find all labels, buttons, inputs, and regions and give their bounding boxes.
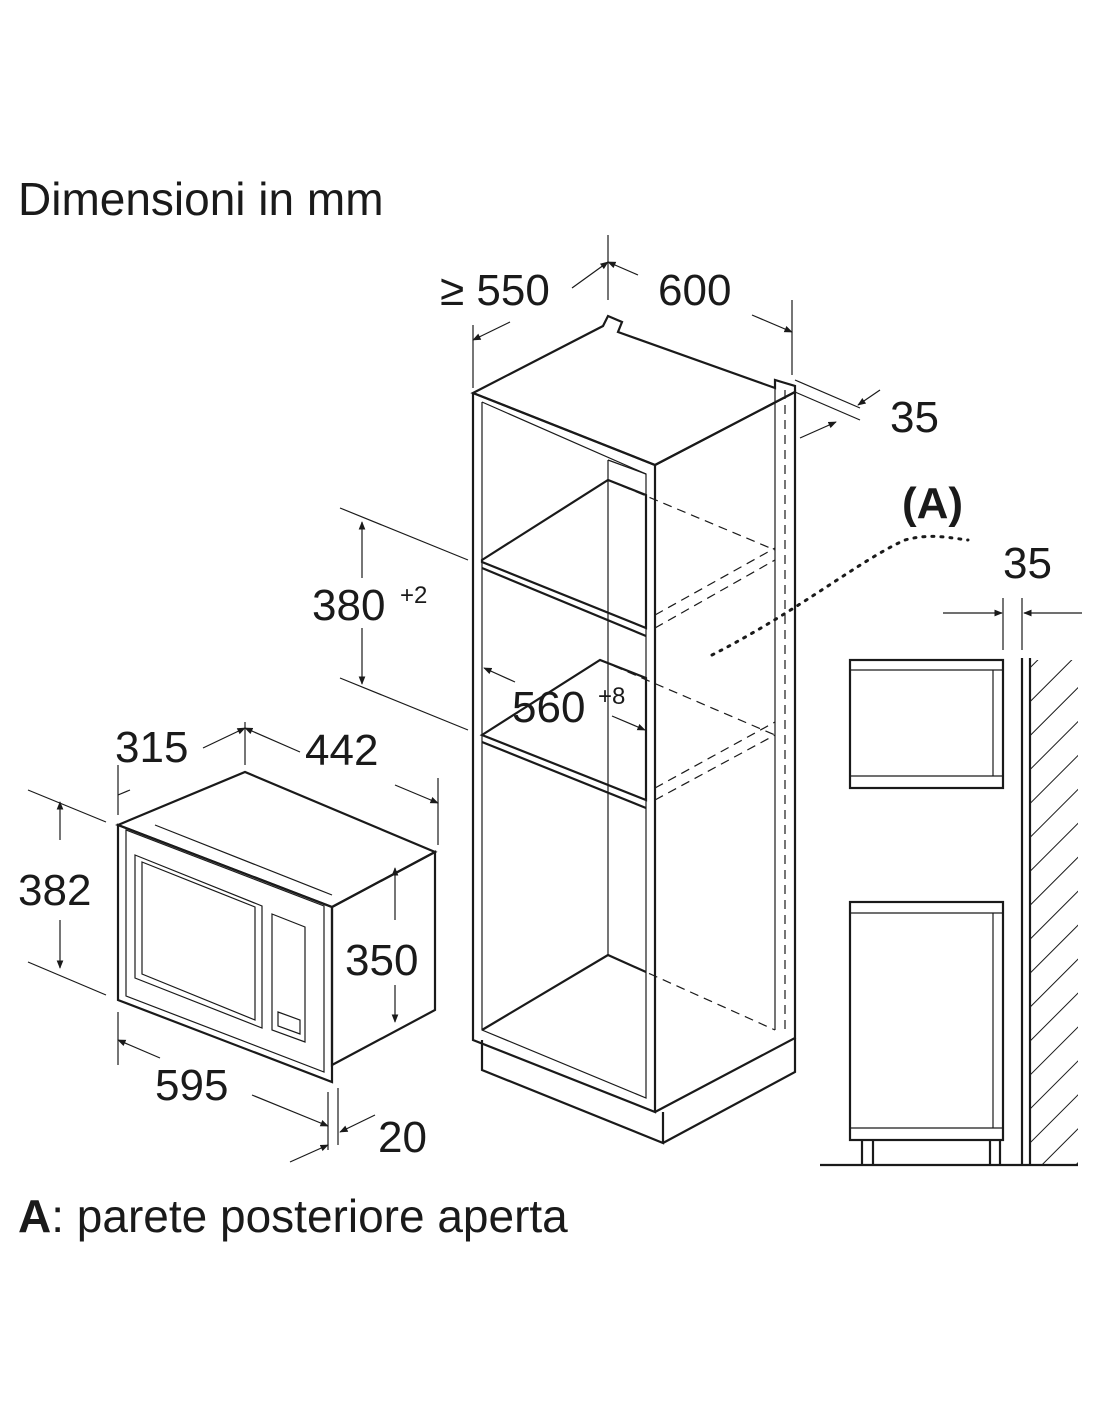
- cabinet-dimension-lines: [339, 235, 881, 731]
- dim-niche-width: 560: [512, 683, 585, 732]
- dim-niche-width-tol: +8: [598, 683, 625, 710]
- diagram-title: Dimensioni in mm: [18, 173, 384, 225]
- microwave-oven: [115, 770, 438, 1084]
- dim-cabinet-depth: ≥ 550: [440, 266, 550, 315]
- footnote: A: parete posteriore aperta: [18, 1190, 568, 1242]
- dim-oven-front-depth: 20: [378, 1113, 427, 1162]
- callout-leader: [710, 534, 970, 657]
- dim-oven-front-width: 595: [155, 1061, 228, 1110]
- dim-cabinet-width: 600: [658, 266, 731, 315]
- dim-back-gap-side: 35: [1003, 539, 1052, 588]
- microwave-dimension-lines: [27, 722, 439, 1163]
- tall-cabinet: [470, 314, 797, 1145]
- dim-niche-height: 380: [312, 581, 385, 630]
- dim-niche-height-tol: +2: [400, 582, 427, 609]
- dim-oven-depth: 315: [115, 723, 188, 772]
- dim-oven-body-width: 442: [305, 726, 378, 775]
- dim-oven-front-height: 382: [18, 866, 91, 915]
- label-A-callout: (A): [902, 479, 963, 528]
- footnote-text: : parete posteriore aperta: [51, 1190, 568, 1242]
- dim-back-gap-top: 35: [890, 393, 939, 442]
- footnote-key: A: [18, 1190, 51, 1242]
- side-section-view: [820, 598, 1082, 1167]
- dim-oven-body-height: 350: [345, 936, 418, 985]
